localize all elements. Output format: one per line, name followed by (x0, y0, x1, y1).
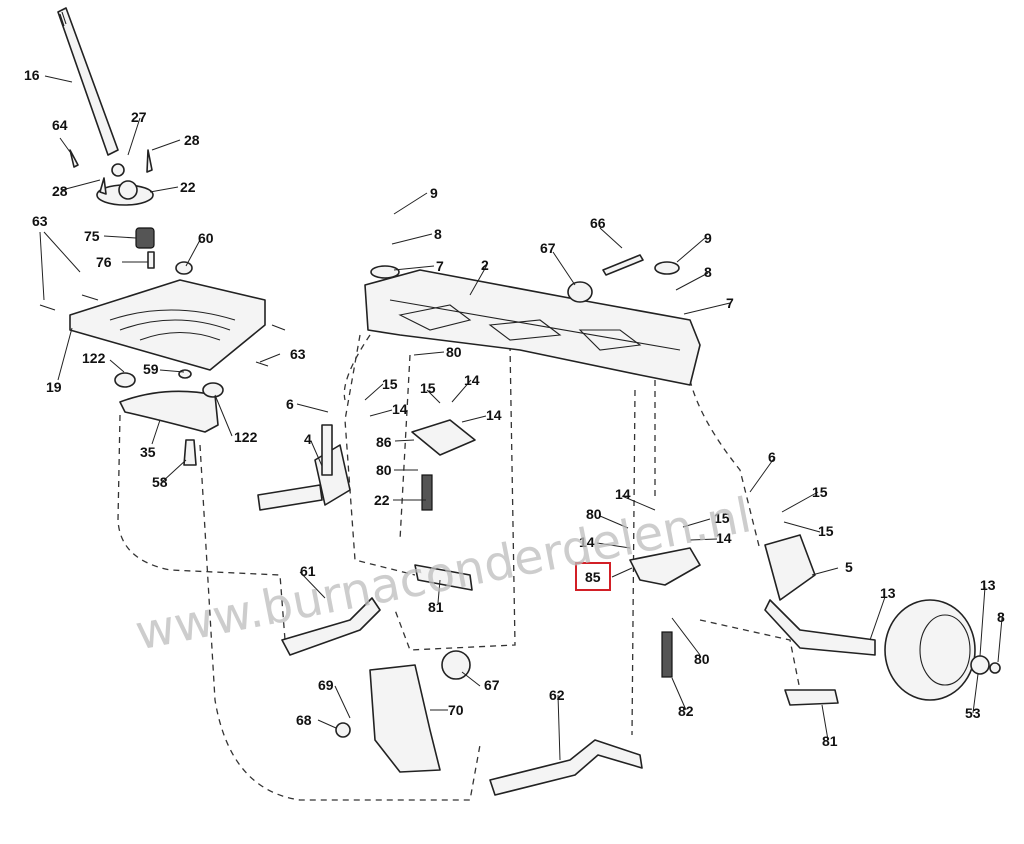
pinion-gear (135, 227, 193, 275)
callout-label: 80 (376, 462, 392, 478)
callout-label: 2 (481, 257, 489, 273)
callout-label: 86 (376, 434, 392, 450)
callout-label: 75 (84, 228, 100, 244)
callout-label: 13 (980, 577, 996, 593)
callout-label: 16 (24, 67, 40, 83)
callout-label: 122 (82, 350, 106, 366)
callout-label: 4 (304, 431, 312, 447)
callout-label: 14 (392, 401, 408, 417)
callout-label: 13 (880, 585, 896, 601)
front-wheel (884, 599, 1001, 701)
callout-label: 85 (585, 569, 601, 585)
callout-label: 9 (430, 185, 438, 201)
callout-label: 8 (997, 609, 1005, 625)
steering-arm-right (629, 547, 701, 678)
callout-label: 15 (714, 510, 730, 526)
callout-label: 67 (484, 677, 500, 693)
steering-gear-assembly (69, 149, 154, 206)
callout-label: 81 (428, 599, 444, 615)
callout-label: 8 (704, 264, 712, 280)
steering-arm-left (411, 419, 476, 511)
callout-label: 19 (46, 379, 62, 395)
callout-label: 6 (768, 449, 776, 465)
pitman-bracket (335, 650, 471, 773)
callout-label: 28 (52, 183, 68, 199)
callout-label: 67 (540, 240, 556, 256)
callout-label: 14 (716, 530, 732, 546)
linkage-dashed-lines (117, 334, 801, 801)
callout-label: 61 (300, 563, 316, 579)
callout-label: 81 (822, 733, 838, 749)
callout-label: 22 (374, 492, 390, 508)
callout-label: 8 (434, 226, 442, 242)
callout-labels: 16 64 27 28 28 22 63 75 60 76 19 63 122 … (24, 67, 1005, 749)
callout-label: 14 (486, 407, 502, 423)
callout-label: 76 (96, 254, 112, 270)
callout-label: 62 (549, 687, 565, 703)
callout-label: 22 (180, 179, 196, 195)
callout-label: 15 (420, 380, 436, 396)
highlight-box (575, 562, 611, 591)
callout-label: 15 (382, 376, 398, 392)
callout-label: 5 (845, 559, 853, 575)
callout-label: 64 (52, 117, 68, 133)
callout-label: 27 (131, 109, 147, 125)
callout-label: 7 (436, 258, 444, 274)
callout-label: 82 (678, 703, 694, 719)
callout-label: 7 (726, 295, 734, 311)
callout-label: 63 (32, 213, 48, 229)
callout-label: 53 (965, 705, 981, 721)
callout-label: 9 (704, 230, 712, 246)
steering-shaft (57, 7, 119, 156)
callout-label: 14 (579, 534, 595, 550)
callout-label: 60 (198, 230, 214, 246)
callout-label: 14 (615, 486, 631, 502)
callout-label: 80 (694, 651, 710, 667)
left-spindle (257, 424, 351, 511)
mounting-plate (39, 279, 286, 371)
callout-label: 70 (448, 702, 464, 718)
tie-rods (281, 564, 839, 796)
front-axle (364, 254, 701, 386)
right-spindle (764, 534, 876, 656)
sector-plate (114, 369, 224, 466)
callout-label: 63 (290, 346, 306, 362)
callout-label: 68 (296, 712, 312, 728)
callout-label: 66 (590, 215, 606, 231)
callout-label: 58 (152, 474, 168, 490)
leader-lines (39, 75, 1003, 761)
callout-label: 15 (812, 484, 828, 500)
callout-label: 122 (234, 429, 258, 445)
callout-label: 28 (184, 132, 200, 148)
callout-label: 14 (464, 372, 480, 388)
callout-label: 35 (140, 444, 156, 460)
callout-label: 15 (818, 523, 834, 539)
callout-label: 80 (586, 506, 602, 522)
callout-label: 6 (286, 396, 294, 412)
callout-label: 59 (143, 361, 159, 377)
callout-label: 69 (318, 677, 334, 693)
callout-label: 80 (446, 344, 462, 360)
